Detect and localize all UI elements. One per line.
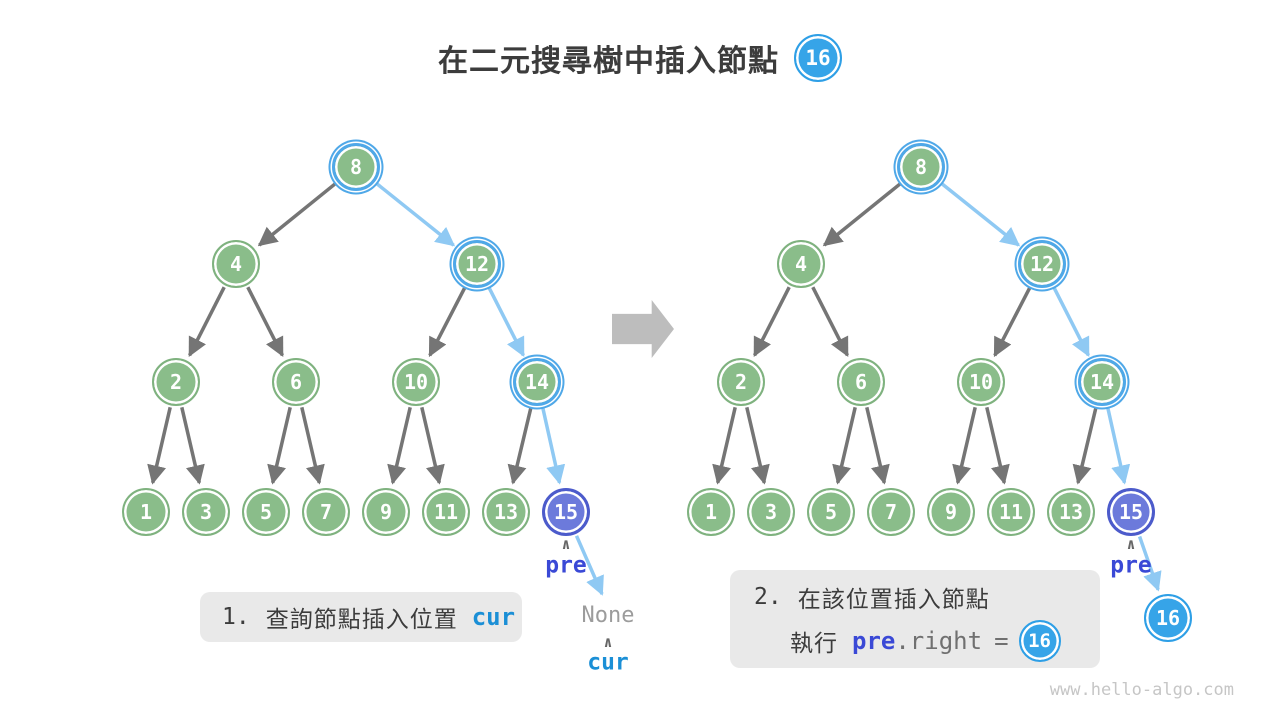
tree-edge-after-6-5 bbox=[832, 406, 857, 485]
tree-edge-before-6-7 bbox=[300, 406, 325, 485]
tree-edge-before-10-9 bbox=[387, 406, 412, 485]
tree-edge-after-14-15 bbox=[1105, 407, 1131, 485]
tree-edge-after-6-7 bbox=[865, 406, 890, 485]
tree-edge-after-4-2 bbox=[753, 286, 791, 358]
header: 在二元搜尋樹中插入節點 16 bbox=[0, 34, 1280, 82]
tree-edge-after-4-6 bbox=[811, 286, 849, 358]
tree-edge-before-10-11 bbox=[420, 406, 445, 485]
tree-edge-before-4-6 bbox=[246, 286, 284, 358]
tree-edge-after-2-1 bbox=[712, 406, 737, 485]
tree-edge-before-8-12 bbox=[375, 181, 456, 247]
tree-edge-before-15-none bbox=[574, 535, 604, 596]
tree-edge-before-8-4 bbox=[257, 181, 337, 247]
step1-number: 1. bbox=[222, 604, 250, 630]
tree-edge-after-12-10 bbox=[993, 286, 1032, 358]
tree-edge-before-2-1 bbox=[147, 406, 172, 485]
step2-node-badge: 16 bbox=[1018, 620, 1061, 662]
step2-right-code: .right bbox=[895, 627, 983, 655]
tree-edge-after-8-12 bbox=[940, 181, 1021, 247]
step1-caption: 1. 查詢節點插入位置 cur bbox=[200, 592, 522, 642]
step2-pre-code: pre bbox=[852, 627, 896, 655]
step2-equals: = bbox=[994, 627, 1009, 655]
step1-cur-code: cur bbox=[471, 603, 516, 631]
tree-edge-after-12-14 bbox=[1052, 286, 1090, 358]
tree-edge-after-2-3 bbox=[745, 406, 770, 485]
step2-exec-text: 執行 bbox=[790, 630, 838, 656]
step2-number: 2. bbox=[754, 584, 782, 610]
tree-edge-before-14-13 bbox=[507, 406, 533, 485]
tree-edge-before-2-3 bbox=[180, 406, 205, 485]
tree-edge-after-10-9 bbox=[952, 406, 977, 485]
tree-edge-before-12-14 bbox=[487, 286, 525, 358]
step2-text: 在該位置插入節點 bbox=[797, 586, 990, 612]
title-node-badge: 16 bbox=[794, 34, 842, 82]
page-title: 在二元搜尋樹中插入節點 bbox=[438, 45, 779, 78]
tree-edge-after-10-11 bbox=[985, 406, 1010, 485]
step2-line1: 2. 在該位置插入節點 bbox=[754, 580, 1080, 614]
tree-edge-before-14-15 bbox=[540, 407, 566, 485]
tree-edge-before-4-2 bbox=[188, 286, 226, 358]
tree-edge-before-12-10 bbox=[428, 286, 467, 358]
watermark: www.hello-algo.com bbox=[1049, 680, 1234, 700]
tree-edge-after-15-16 bbox=[1137, 535, 1162, 592]
tree-edge-before-6-5 bbox=[267, 406, 292, 485]
step2-caption: 2. 在該位置插入節點 執行 pre .right = 16 bbox=[730, 570, 1100, 668]
tree-edge-after-14-13 bbox=[1072, 406, 1098, 485]
step1-text: 查詢節點插入位置 bbox=[265, 606, 458, 632]
tree-edge-after-8-4 bbox=[822, 181, 902, 247]
step2-line2: 執行 pre .right = 16 bbox=[790, 620, 1080, 662]
